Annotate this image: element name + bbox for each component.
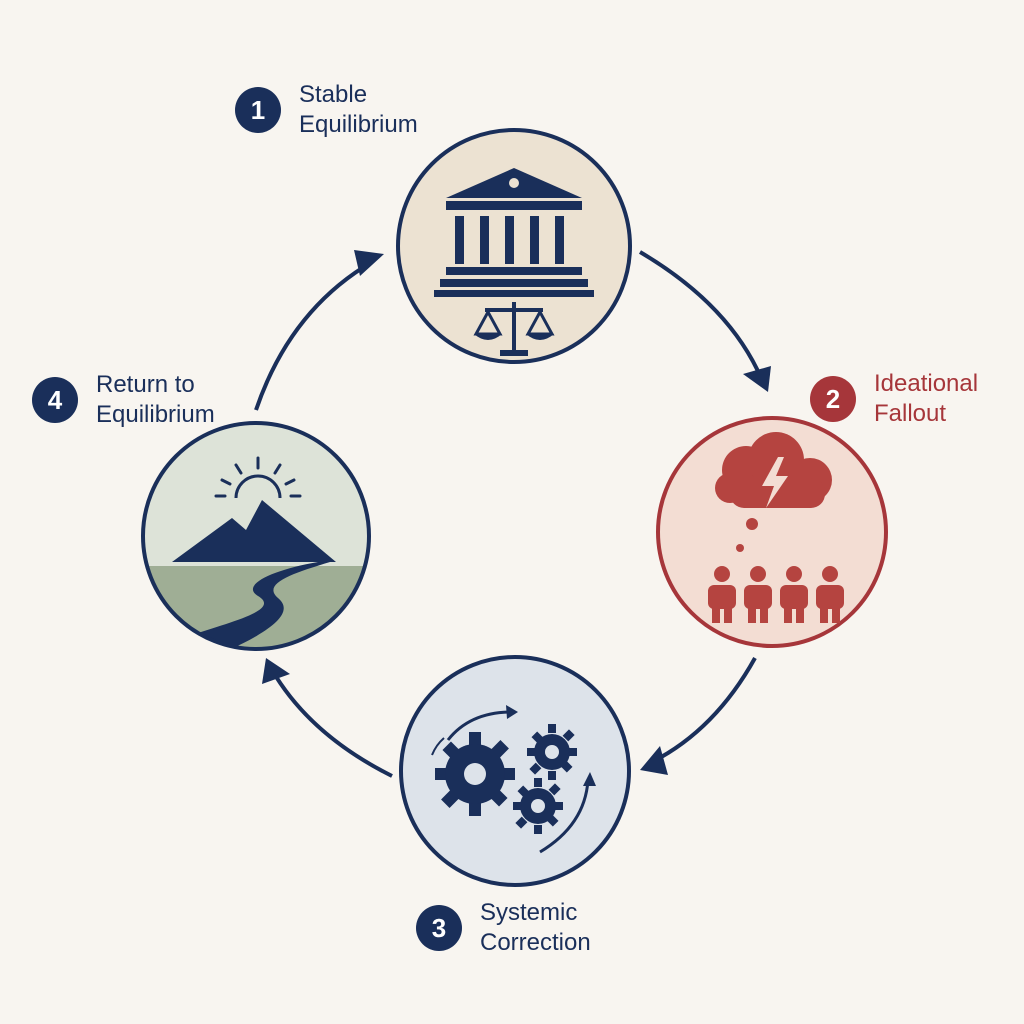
step-4-label: 4 Return to Equilibrium — [32, 370, 215, 430]
step-2-number-badge: 2 — [810, 376, 856, 422]
step-2-title: Ideational Fallout — [874, 370, 979, 427]
storm-cloud-people-icon — [708, 432, 844, 623]
step-3-label: 3 Systemic Correction — [416, 898, 591, 958]
step-3-title: Systemic Correction — [480, 899, 591, 956]
gears-cycle-icon — [431, 705, 596, 854]
stage-2-circle — [656, 416, 888, 648]
step-4-number-badge: 4 — [32, 377, 78, 423]
people-group-icon — [708, 566, 844, 623]
government-building-scales-icon — [434, 168, 594, 356]
step-1-title: Stable Equilibrium — [299, 81, 418, 138]
arrow-4-to-1 — [254, 250, 384, 411]
step-4-title: Return to Equilibrium — [96, 371, 215, 428]
stage-1-circle — [396, 128, 632, 364]
step-2-label: 2 Ideational Fallout — [810, 369, 978, 429]
step-3-number-badge: 3 — [416, 905, 462, 951]
arrow-2-to-3 — [640, 657, 757, 775]
arrow-3-to-4 — [262, 658, 393, 778]
step-1-number-badge: 1 — [235, 87, 281, 133]
step-1-label: 1 Stable Equilibrium — [235, 80, 418, 140]
stage-3-circle — [399, 655, 631, 887]
stage-4-circle — [141, 421, 371, 651]
arrow-1-to-2 — [638, 250, 771, 392]
